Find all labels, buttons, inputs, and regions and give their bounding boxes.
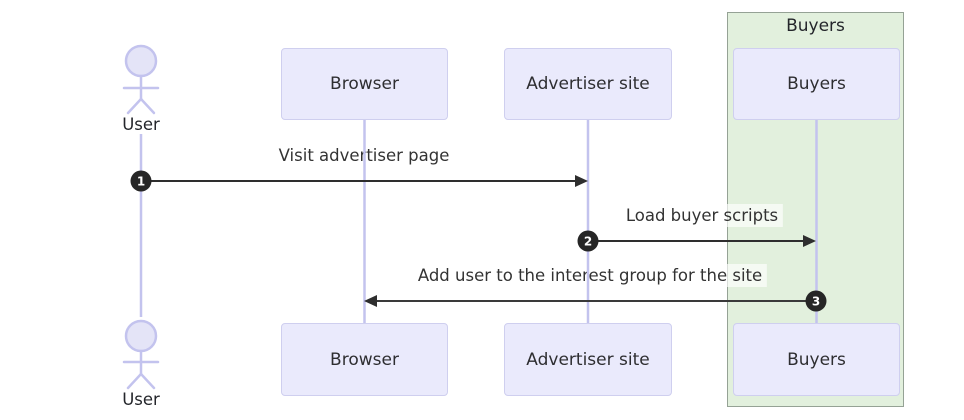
- actor-figure-user-top: [122, 44, 160, 115]
- participant-box-browser-bottom: Browser: [281, 323, 448, 396]
- arrow-load-buyer-scripts: 2: [577, 230, 816, 252]
- message-label-load-buyer-scripts: Load buyer scripts: [620, 204, 784, 227]
- participant-box-browser-top: Browser: [281, 48, 448, 120]
- message-label-add-user-interest-group: Add user to the interest group for the s…: [412, 264, 768, 287]
- arrowhead-right-icon: [803, 235, 816, 247]
- arrow-add-user-interest-group: 3: [364, 290, 827, 312]
- buyers-group-title: Buyers: [786, 16, 845, 36]
- sequence-badge-1: [130, 170, 152, 192]
- participant-box-advertiser-site-top: Advertiser site: [504, 48, 672, 120]
- participant-box-buyers-bottom: Buyers: [733, 323, 900, 396]
- actor-label-user-bottom: User: [122, 390, 160, 409]
- arrowhead-left-icon: [364, 295, 377, 307]
- arrow-visit-advertiser-page: 1: [130, 170, 588, 192]
- sequence-badge-3-number: 3: [812, 295, 820, 309]
- actor-figure-user-bottom: [122, 319, 160, 390]
- sequence-badge-1-number: 1: [137, 175, 145, 189]
- participant-box-buyers-top: Buyers: [733, 48, 900, 120]
- participant-box-advertiser-site-bottom: Advertiser site: [504, 323, 672, 396]
- arrowhead-right-icon: [575, 175, 588, 187]
- sequence-badge-3: [805, 290, 827, 312]
- sequence-badge-2-number: 2: [584, 235, 592, 249]
- sequence-badge-2: [577, 230, 599, 252]
- actor-label-user-top: User: [122, 115, 160, 134]
